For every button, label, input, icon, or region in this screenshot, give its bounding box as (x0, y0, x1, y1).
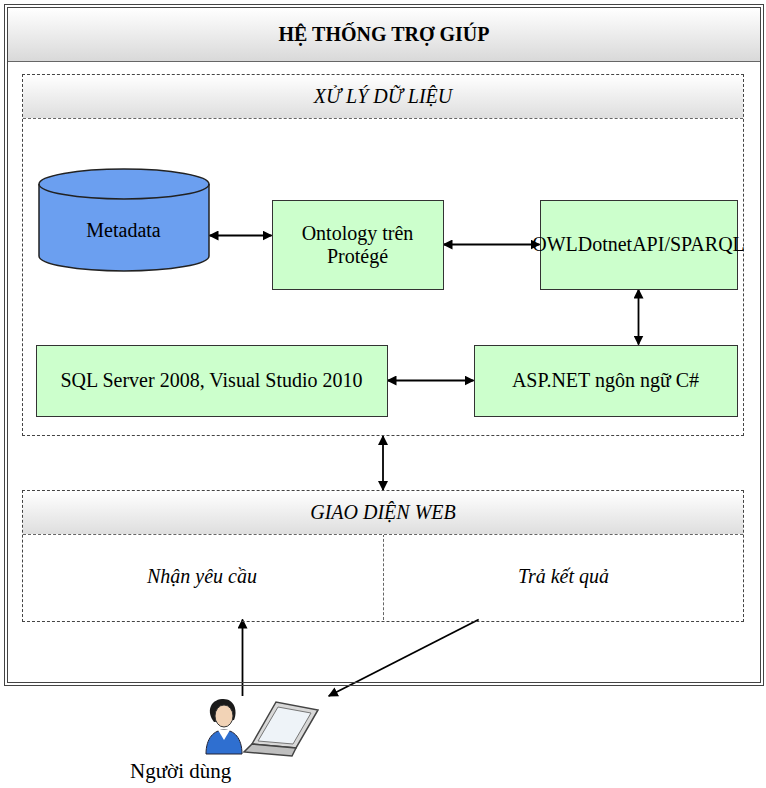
header-band: XỬ LÝ DỮ LIỆU (23, 75, 743, 119)
user-figure: Người dùng (130, 696, 355, 784)
database-cylinder: Metadata (38, 168, 210, 272)
node-label: Ontology trên Protégé (283, 222, 433, 268)
processing-region: XỬ LÝ DỮ LIỆU Metadata Ontology trên Proté… (22, 74, 744, 436)
connector-arrow (210, 235, 272, 237)
user-label: Người dùng (130, 759, 231, 784)
node-label: Trả kết quả (518, 565, 609, 588)
user-icon (200, 696, 340, 758)
process-box: SQL Server 2008, Visual Studio 2010 (36, 345, 388, 417)
node-label: Nhận yêu cầu (147, 565, 257, 588)
interface-cell: Nhận yêu cầu (22, 534, 383, 620)
process-box: OWLDotnetAPI/SPARQL (540, 200, 738, 290)
region-title: GIAO DIỆN WEB (310, 501, 456, 524)
interface-cell: Trả kết quả (383, 534, 744, 620)
process-box: ASP.NET ngôn ngữ C# (474, 345, 738, 417)
connector-arrow (444, 244, 540, 246)
header-band: GIAO DIỆN WEB (23, 491, 743, 535)
process-box: Ontology trên Protégé (272, 200, 444, 290)
system-frame: HỆ THỐNG TRỢ GIÚP XỬ LÝ DỮ LIỆU Metadata On… (4, 4, 764, 686)
connector-arrow (388, 380, 474, 382)
connector-arrow (382, 436, 384, 490)
header-band: HỆ THỐNG TRỢ GIÚP (8, 8, 760, 62)
web-interface-region: GIAO DIỆN WEB Nhận yêu cầu Trả kết quả (22, 490, 744, 622)
node-label: OWLDotnetAPI/SPARQL (532, 233, 745, 256)
node-label: Metadata (86, 219, 160, 242)
connector-arrow (638, 290, 640, 345)
node-label: ASP.NET ngôn ngữ C# (512, 369, 699, 392)
node-label: SQL Server 2008, Visual Studio 2010 (60, 369, 362, 392)
system-title: HỆ THỐNG TRỢ GIÚP (279, 23, 490, 46)
region-title: XỬ LÝ DỮ LIỆU (314, 85, 453, 108)
